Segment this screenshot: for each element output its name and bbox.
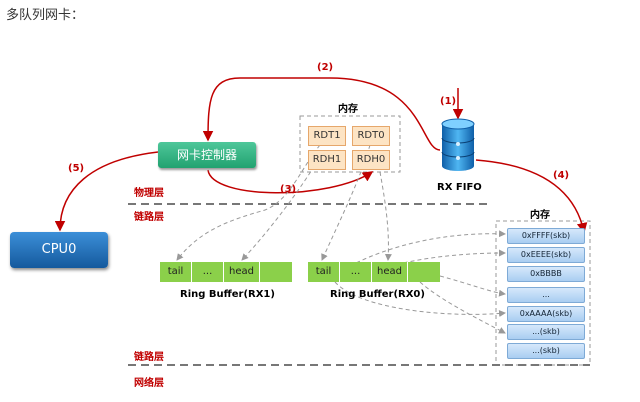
ring-rx1-end [260, 262, 292, 282]
memory-right-title: 内存 [530, 210, 550, 221]
memory-row: ...(skb) [507, 324, 585, 340]
memory-row: 0xBBBB [507, 266, 585, 282]
ring-rx1-label: Ring Buffer(RX1) [180, 289, 275, 300]
arrow-step-2 [202, 77, 441, 151]
arrow-step-3 [207, 169, 374, 194]
step-1-label: (1) [440, 96, 457, 107]
nic-controller: 网卡控制器 [158, 142, 256, 168]
ring-rx0-mid: ... [340, 262, 372, 282]
memory-row: ...(skb) [507, 343, 585, 359]
register-rdh1: RDH1 [308, 150, 346, 170]
register-rdh0: RDH0 [352, 150, 390, 170]
ring-buffer-rx0: tail ... head [308, 262, 440, 282]
link-ring-row4 [439, 275, 506, 297]
arrow-step-4 [475, 159, 588, 234]
link-rdh0 [379, 171, 392, 261]
memory-row: ... [507, 287, 585, 303]
memory-row: 0xAAAA(skb) [507, 306, 585, 322]
memory-row: 0xEEEE(skb) [507, 247, 585, 263]
step-3-label: (3) [280, 184, 297, 195]
ring-rx1-head: head [224, 262, 260, 282]
arrow-step-5 [54, 151, 159, 232]
rx-fifo-label: RX FIFO [437, 182, 482, 193]
link-ring-row5 [334, 281, 506, 318]
link-rdh1 [241, 159, 319, 261]
link-rdt0 [321, 144, 371, 261]
rx-fifo-icon [441, 118, 475, 171]
layer-physical: 物理层 [134, 188, 164, 199]
link-ring-row6 [419, 281, 506, 334]
ring-rx0-label: Ring Buffer(RX0) [330, 289, 425, 300]
link-rdt1 [176, 144, 321, 261]
register-rdt0: RDT0 [352, 126, 390, 146]
page-heading: 多队列网卡： [6, 8, 85, 23]
memory-row: 0xFFFF(skb) [507, 228, 585, 244]
ring-rx1-tail: tail [160, 262, 192, 282]
step-2-label: (2) [317, 62, 334, 73]
ring-rx0-head: head [372, 262, 408, 282]
register-rdt1: RDT1 [308, 126, 346, 146]
cpu-box: CPU0 [10, 232, 108, 268]
step-4-label: (4) [553, 170, 570, 181]
layer-link-bottom: 链路层 [134, 352, 164, 363]
ring-rx0-tail: tail [308, 262, 340, 282]
memory-top-box [299, 115, 401, 173]
layer-network: 网络层 [134, 378, 164, 389]
ring-buffer-rx1: tail ... head [160, 262, 292, 282]
layer-link-top: 链路层 [134, 212, 164, 223]
ring-rx0-end [408, 262, 440, 282]
step-5-label: (5) [68, 163, 85, 174]
link-ring-row1 [349, 230, 506, 267]
ring-rx1-mid: ... [192, 262, 224, 282]
memory-top-title: 内存 [338, 104, 358, 115]
